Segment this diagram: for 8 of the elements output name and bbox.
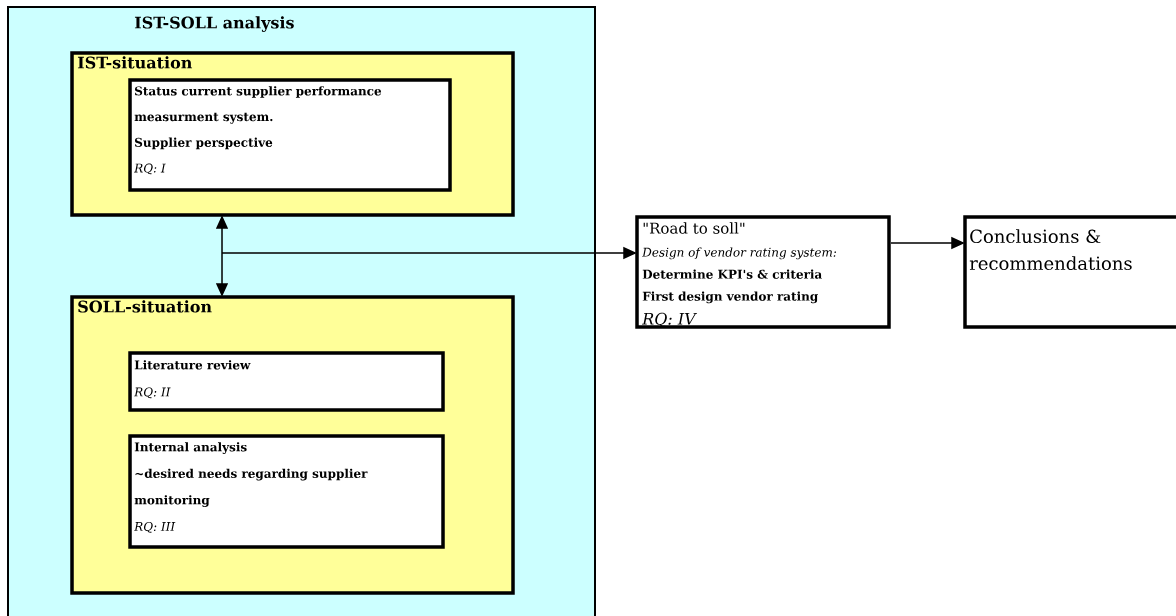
- arrow: [221, 247, 636, 260]
- process-box: Conclusions & recommendations: [963, 215, 1176, 329]
- process-box: Literature review RQ: II: [128, 351, 445, 412]
- arrow: [890, 237, 964, 250]
- process-box: "Road to soll" Design of vendor rating system: Determine KPI's & criteria First design vendor rating RQ: IV: [635, 215, 891, 329]
- arrow: [215, 216, 229, 296]
- process-box: Internal analysis ~desired needs regarding supplier monitoring RQ: III: [128, 434, 445, 549]
- process-box: Status current supplier performance measurment system. Supplier perspective RQ: I: [128, 78, 452, 192]
